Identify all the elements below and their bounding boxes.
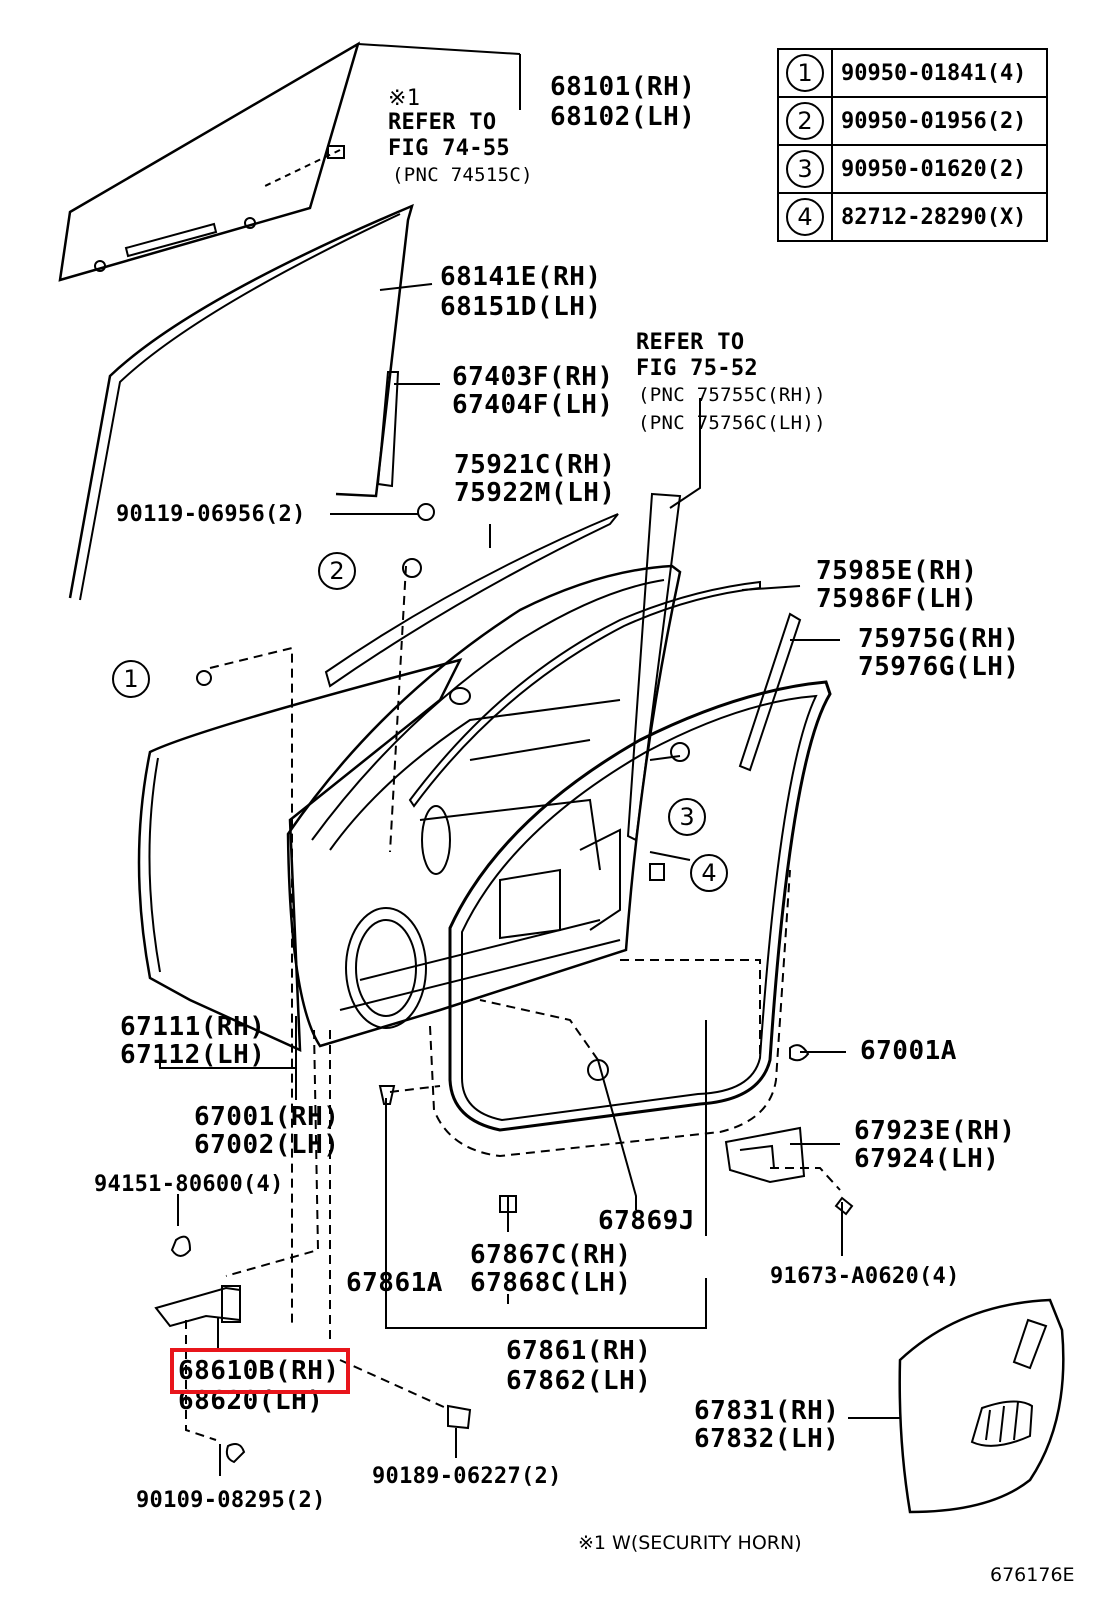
- front-weatherstrip: [408, 580, 761, 808]
- label-door-rh: 67001(RH): [194, 1102, 340, 1132]
- label-bolt1: 90119-06956(2): [116, 502, 306, 527]
- footnote: ※1 W(SECURITY HORN): [578, 1532, 802, 1554]
- label-clip2: 67869J: [598, 1206, 695, 1236]
- callout-marker: 1: [786, 54, 824, 92]
- label-refer2-line1: REFER TO: [636, 330, 745, 355]
- callout-marker: 3: [786, 150, 824, 188]
- label-panel-rh: 67111(RH): [120, 1012, 266, 1042]
- service-hole-cover: [898, 1298, 1065, 1514]
- callout-1: 1: [112, 660, 150, 698]
- legend-part: 90950-01620(2): [831, 144, 1048, 194]
- division-bar: [376, 371, 400, 488]
- label-weather-rh: 75985E(RH): [816, 556, 978, 586]
- label-belt-lh: 75922M(LH): [454, 478, 616, 508]
- label-bolt2: 94151-80600(4): [94, 1172, 284, 1197]
- label-run-lh: 68151D(LH): [440, 292, 602, 322]
- label-bolt4: 90189-06227(2): [372, 1464, 562, 1489]
- label-seal-lh: 67868C(LH): [470, 1268, 632, 1298]
- label-clip: 67001A: [860, 1036, 957, 1066]
- label-panel-lh: 67112(LH): [120, 1040, 266, 1070]
- main-weatherstrip: [448, 680, 832, 1132]
- label-seal-rh: 67867C(RH): [470, 1240, 632, 1270]
- label-refer2-line2: FIG 75-52: [636, 356, 758, 381]
- label-glass-rh: 68101(RH): [550, 72, 696, 102]
- label-refer1-pnc: (PNC 74515C): [392, 164, 533, 186]
- door-check: [154, 1286, 241, 1328]
- label-refer1-line1: REFER TO: [388, 110, 497, 135]
- label-moulding-rh: 75975G(RH): [858, 624, 1020, 654]
- label-weatherstrip-rh: 67861(RH): [506, 1336, 652, 1366]
- clip-2: [402, 558, 422, 578]
- door-outer-panel: [137, 658, 463, 1052]
- label-weather-lh: 75986F(LH): [816, 584, 978, 614]
- label-channel-lh: 67404F(LH): [452, 390, 614, 420]
- label-channel-rh: 67403F(RH): [452, 362, 614, 392]
- label-run-rh: 68141E(RH): [440, 262, 602, 292]
- legend-part: 90950-01956(2): [831, 96, 1048, 146]
- label-refer2-pnc-lh: (PNC 75756C(LH)): [638, 412, 826, 434]
- label-belt-rh: 75921C(RH): [454, 450, 616, 480]
- label-weatherstrip-lh: 67862(LH): [506, 1366, 652, 1396]
- label-refer2-pnc-rh: (PNC 75755C(RH)): [638, 384, 826, 406]
- legend-part: 90950-01841(4): [831, 48, 1048, 98]
- label-refer1-mark: ※1: [388, 86, 421, 111]
- belt-moulding: [324, 513, 619, 688]
- label-check-rh: 68610B(RH): [178, 1356, 340, 1386]
- glass-run: [68, 203, 414, 599]
- label-screw: 91673-A0620(4): [770, 1264, 960, 1289]
- door-inner-frame: [286, 564, 682, 1048]
- clip-4: [649, 863, 665, 881]
- callout-3: 3: [668, 798, 706, 836]
- clip-3: [670, 742, 690, 762]
- label-cover-rh: 67923E(RH): [854, 1116, 1016, 1146]
- highlight-box: [170, 1348, 350, 1394]
- label-glass-lh: 68102(LH): [550, 102, 696, 132]
- callout-marker: 2: [786, 102, 824, 140]
- label-moulding-lh: 75976G(LH): [858, 652, 1020, 682]
- clip-1: [196, 670, 212, 686]
- label-film-lh: 67832(LH): [694, 1424, 840, 1454]
- figure-id: 676176E: [990, 1564, 1075, 1586]
- label-film-rh: 67831(RH): [694, 1396, 840, 1426]
- label-cover-lh: 67924(LH): [854, 1144, 1000, 1174]
- callout-marker: 4: [786, 198, 824, 236]
- callout-2: 2: [318, 552, 356, 590]
- label-door-lh: 67002(LH): [194, 1130, 340, 1160]
- label-refer1-line2: FIG 74-55: [388, 136, 510, 161]
- legend-part: 82712-28290(X): [831, 192, 1048, 242]
- label-seal2: 67861A: [346, 1268, 443, 1298]
- door-glass: [58, 41, 361, 282]
- upper-moulding: [738, 612, 802, 772]
- callout-4: 4: [690, 854, 728, 892]
- cover-bracket: [724, 1126, 806, 1184]
- label-bolt3: 90109-08295(2): [136, 1488, 326, 1513]
